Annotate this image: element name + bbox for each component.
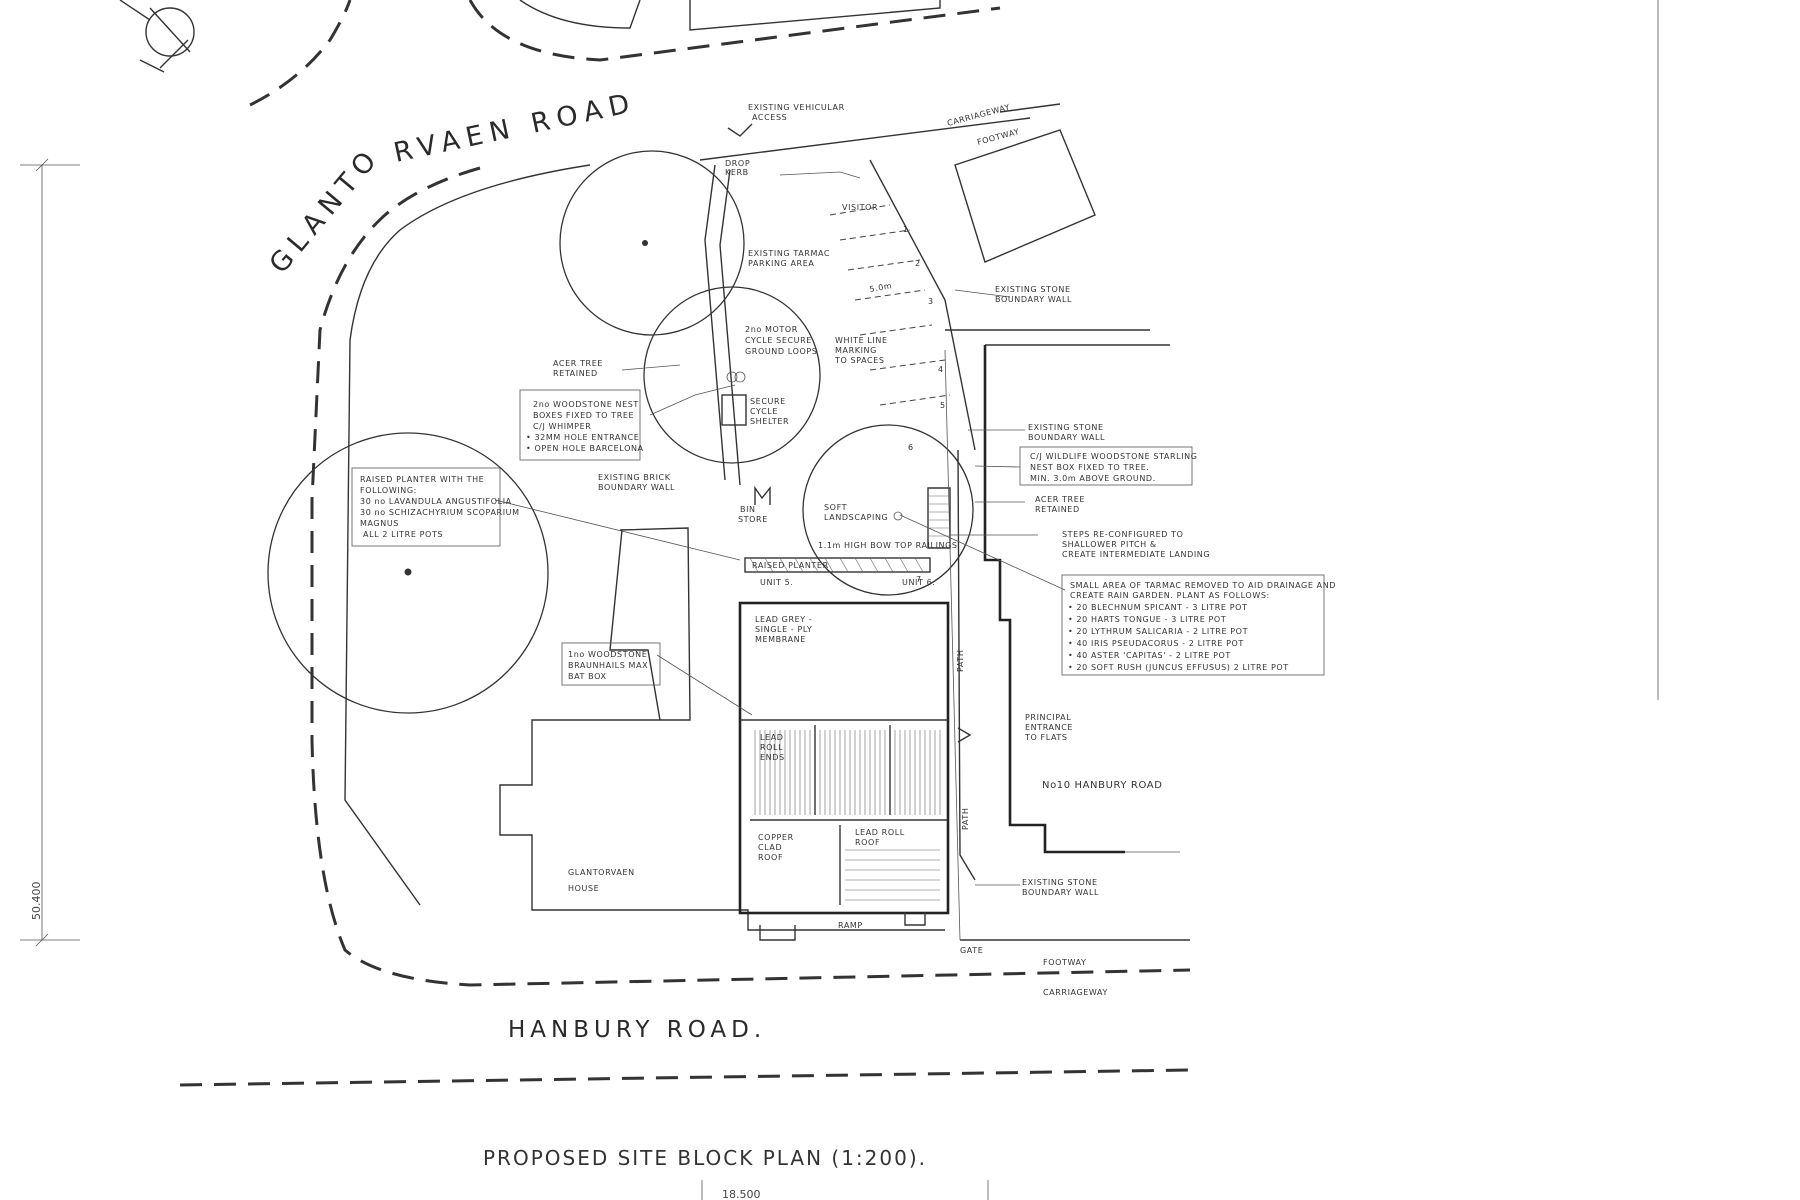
acer-tree-right: [802, 424, 974, 596]
bay-number: 1: [903, 225, 909, 234]
hanbury-road-label: HANBURY ROAD.: [508, 1017, 766, 1043]
raised-planter-tree: [267, 432, 549, 714]
label-unit5: UNIT 5.: [760, 578, 793, 587]
no10-hanbury-road-building: [983, 345, 1125, 854]
top-remnant-block: [468, 0, 1001, 62]
vertical-dimension: [20, 158, 80, 947]
label-carriageway-bottom: CARRIAGEWAY: [1043, 988, 1108, 997]
steps: [927, 487, 951, 549]
bay-number: 4: [938, 365, 944, 374]
label-path-1: PATH: [956, 650, 965, 672]
secure-cycle-shelter: [721, 394, 747, 426]
label-footway-top: FOOTWAY: [976, 127, 1020, 147]
glantorvaen-road-label: RVAEN ROAD: [391, 87, 639, 169]
label-raised-planter-strip: RAISED PLANTER: [752, 561, 829, 570]
bay-number: 6: [908, 443, 914, 452]
label-ramp: RAMP: [838, 921, 863, 930]
top-left-remnant: [119, 0, 352, 107]
bay-number: 7: [916, 575, 922, 584]
acer-tree-top: [559, 150, 745, 336]
leader-lines: [494, 123, 1066, 886]
label-footway-bottom: FOOTWAY: [1043, 958, 1087, 967]
horizontal-dimension: [701, 1180, 989, 1200]
drawing-title: PROPOSED SITE BLOCK PLAN (1:200).: [483, 1146, 927, 1170]
bay-number: 3: [928, 297, 934, 306]
label-no10: No10 HANBURY ROAD: [1042, 780, 1163, 791]
parking-area: [704, 129, 1170, 881]
glantorvaen-road-label-start: GLANTO: [264, 141, 387, 280]
label-gate: GATE: [960, 946, 983, 955]
label-railings: 1.1m HIGH BOW TOP RAILINGS: [818, 541, 958, 550]
bin-store: [754, 485, 771, 505]
vertical-dimension-label: 50.400: [30, 882, 43, 921]
glantorvaen-road-edge: [310, 166, 1191, 987]
bay-number: 5: [940, 401, 946, 410]
existing-stone-boundary-wall-block: [954, 129, 1096, 263]
hanbury-road-edge: [179, 1068, 1191, 1087]
raised-planter-strip: [744, 557, 931, 573]
label-path-2: PATH: [961, 808, 970, 830]
bay-number: 2: [915, 259, 921, 268]
glantorvaen-kerb: [344, 164, 591, 906]
label-rain-garden: SMALL AREA OF TARMAC REMOVED TO AID DRAI…: [1068, 581, 1336, 672]
horizontal-dimension-label: 18.500: [722, 1188, 761, 1200]
label-five-m: 5.0m: [869, 281, 893, 294]
label-unit6: UNIT 6.: [902, 578, 935, 587]
new-extension: [738, 601, 950, 941]
acer-tree-middle: [643, 286, 821, 464]
label-visitor: VISITOR: [842, 203, 878, 212]
